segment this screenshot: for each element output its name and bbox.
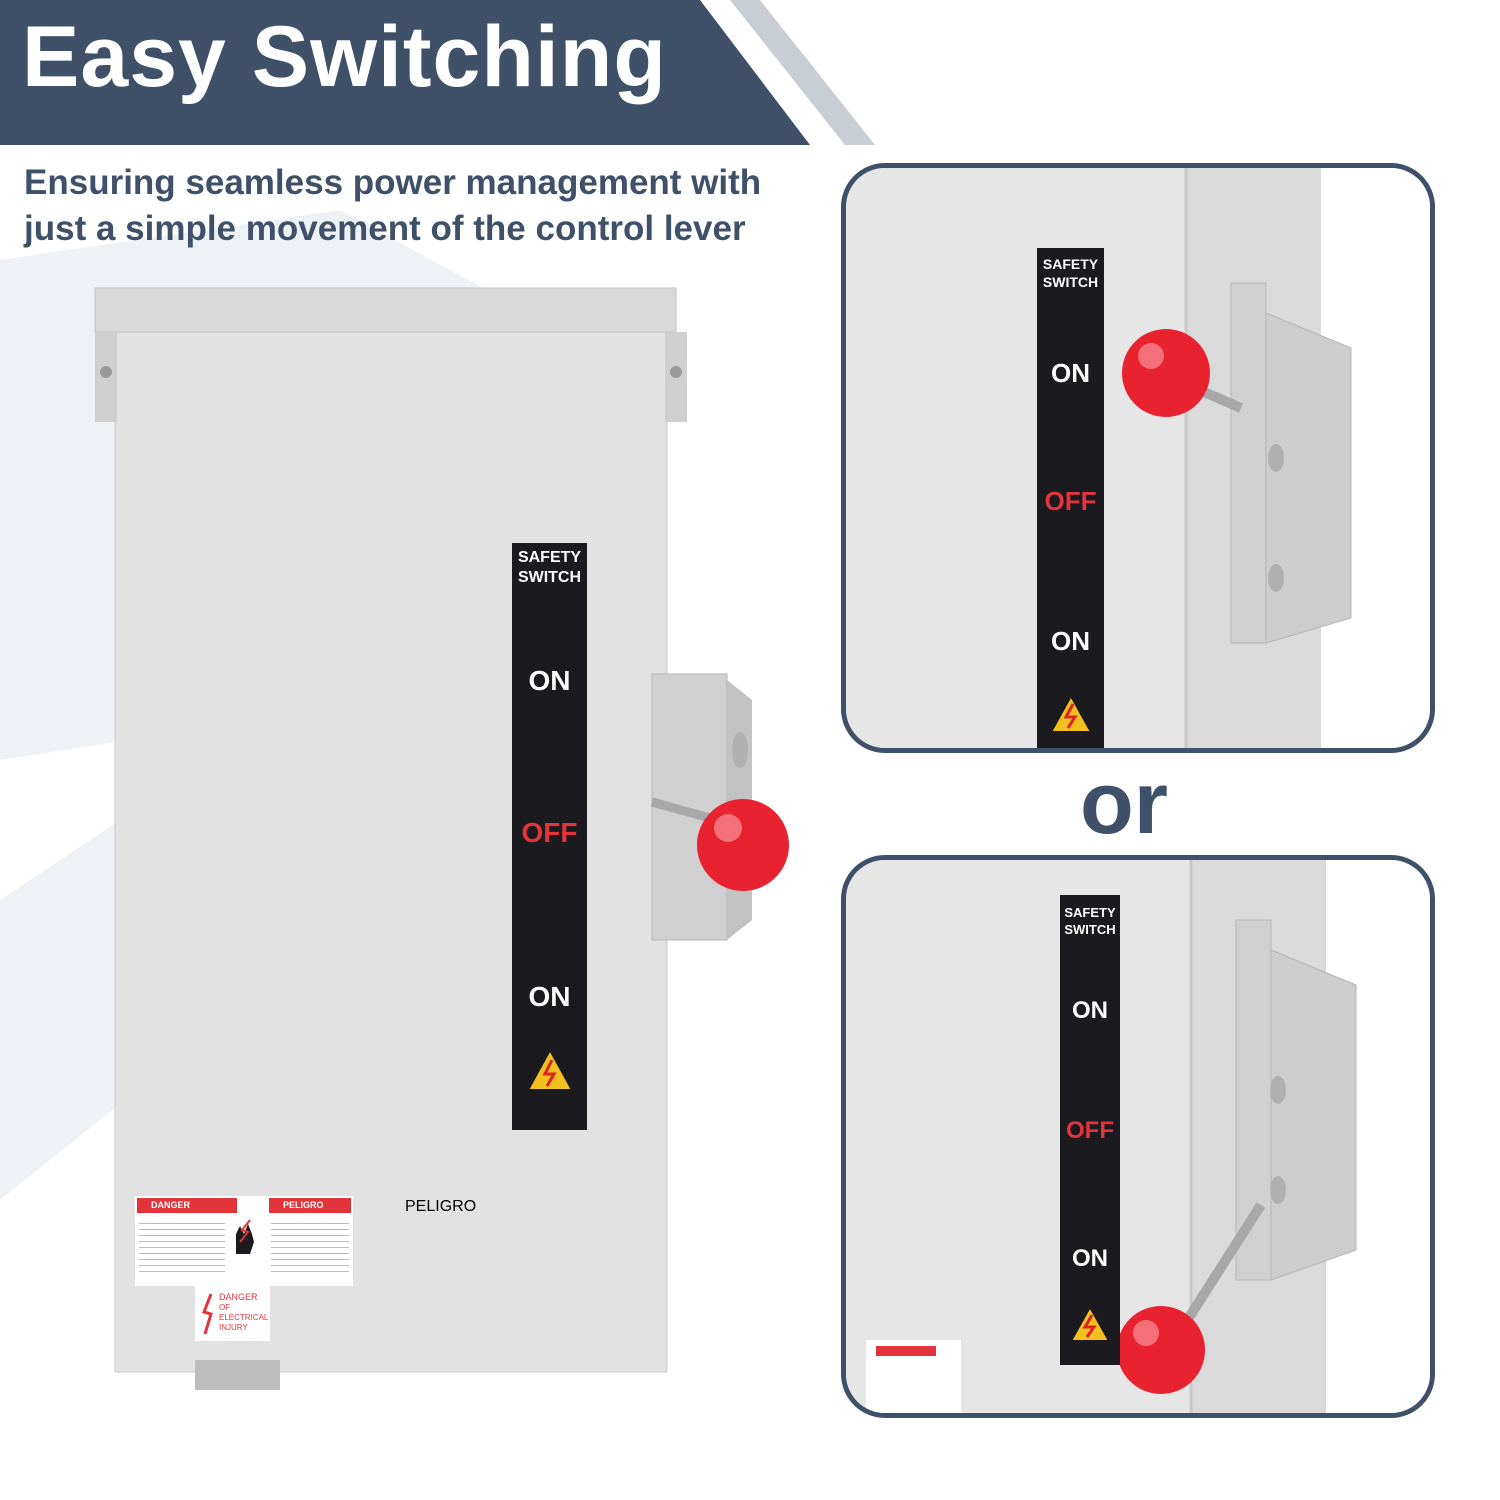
- danger-header: DANGER: [137, 1198, 237, 1213]
- label-brand-line2-top: SWITCH: [1042, 274, 1099, 290]
- safety-switch-label: SAFETY SWITCH ON OFF ON: [512, 543, 587, 1130]
- injury-line4: INJURY: [219, 1323, 248, 1332]
- warning-triangle-icon: [1069, 1305, 1111, 1342]
- label-brand-line1: SAFETY: [517, 549, 582, 566]
- enclosure-closeup-top: [846, 168, 1430, 748]
- page-subtitle: Ensuring seamless power management with …: [24, 163, 762, 248]
- peligro-fine-print: [271, 1218, 349, 1276]
- enclosure-closeup-bottom: [846, 860, 1430, 1413]
- peligro-header: PELIGRO: [405, 1198, 477, 1215]
- label-on-bottom: ON: [528, 981, 571, 1012]
- label-brand-line2: SWITCH: [517, 569, 582, 586]
- label-on-top: ON: [528, 665, 571, 696]
- label-on-bottom-bottom: ON: [1072, 1245, 1108, 1272]
- header-banner: [0, 0, 810, 145]
- label-off: OFF: [521, 817, 578, 848]
- label-brand-line2-bottom: SWITCH: [1064, 922, 1116, 937]
- lightning-icon: [202, 1293, 213, 1335]
- panel-lever-down: SAFETY SWITCH ON OFF ON: [841, 855, 1435, 1418]
- separator-or: or: [1080, 753, 1168, 852]
- safety-switch-label-bottom: SAFETY SWITCH ON OFF ON: [1060, 895, 1120, 1365]
- danger-fine-print: [139, 1218, 225, 1276]
- page-title: Easy Switching: [22, 9, 667, 105]
- label-brand-line1-top: SAFETY: [1042, 256, 1099, 272]
- warning-triangle-icon: [526, 1048, 574, 1091]
- danger-sticker: DANGER PELIGRO PELIGRO: [135, 1196, 476, 1286]
- label-off-bottom: OFF: [1066, 1117, 1114, 1144]
- label-on-top-top: ON: [1051, 358, 1090, 388]
- danger-injury-sticker: DANGER OF ELECTRICAL INJURY: [195, 1286, 270, 1341]
- label-off-top: OFF: [1044, 486, 1097, 516]
- panel-lever-up: SAFETY SWITCH ON OFF ON: [841, 163, 1435, 753]
- label-on-top-bottom: ON: [1072, 997, 1108, 1024]
- injury-line2: OF: [219, 1303, 231, 1312]
- warning-triangle-icon: [1049, 694, 1093, 733]
- label-on-bottom-top: ON: [1051, 626, 1090, 656]
- hand-shock-icon: [236, 1219, 254, 1254]
- peligro-header-visible: PELIGRO: [269, 1198, 351, 1213]
- safety-switch-label-top: SAFETY SWITCH ON OFF ON: [1037, 248, 1104, 748]
- injury-line1: DANGER: [219, 1292, 258, 1302]
- injury-line3: ELECTRICAL: [219, 1313, 269, 1322]
- label-brand-line1-bottom: SAFETY: [1064, 905, 1116, 920]
